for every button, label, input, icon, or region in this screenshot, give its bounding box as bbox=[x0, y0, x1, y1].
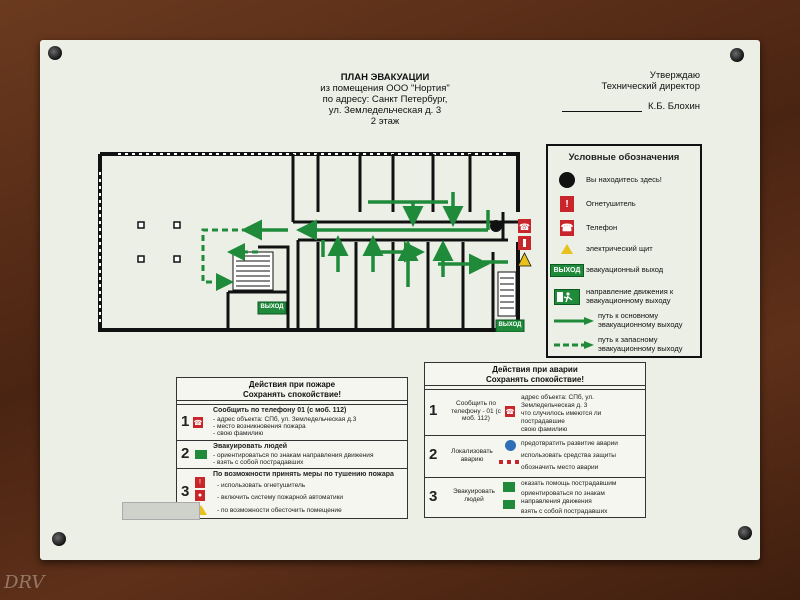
exit-direction-icon bbox=[503, 500, 515, 509]
you-are-here-dot bbox=[490, 220, 502, 232]
floor-plan: ☎ bbox=[98, 152, 532, 332]
legend-item-electric-panel: электрический щит bbox=[554, 244, 696, 254]
outer-walls bbox=[98, 152, 520, 332]
fire-box-subtitle: Сохранять спокойствие! bbox=[243, 390, 341, 399]
fire-step-1: 1 ☎ Сообщить по телефону 01 (с моб. 112)… bbox=[177, 404, 407, 440]
signature-line bbox=[562, 102, 643, 112]
phone-icon: ☎ bbox=[193, 417, 203, 428]
solid-arrow-icon bbox=[554, 316, 594, 325]
barrier-tape-icon bbox=[499, 460, 521, 464]
plan-subtitle-company: из помещения ООО "Нортия" bbox=[320, 83, 450, 94]
legend-item-extinguisher: ! Огнетушитель bbox=[554, 196, 696, 212]
legend-item-main-route: путь к основному эвакуационному выходу bbox=[554, 311, 696, 329]
accident-box-title: Действия при аварии bbox=[492, 365, 578, 374]
plan-title: ПЛАН ЭВАКУАЦИИ bbox=[340, 72, 430, 83]
dashed-arrow-icon bbox=[554, 340, 594, 349]
accident-step-1: 1 Сообщить по телефону - 01 (с моб. 112)… bbox=[425, 389, 645, 435]
plan-subtitle-street: ул. Земледельческая д. 3 bbox=[328, 105, 442, 116]
accident-box-subtitle: Сохранять спокойствие! bbox=[486, 375, 584, 384]
window-marks bbox=[99, 153, 508, 322]
exit-sign-left bbox=[257, 301, 287, 315]
legend-item-direction: направление движения к эвакуационному вы… bbox=[554, 287, 696, 305]
legend-item-exit: ВЫХОД эвакуационный выход bbox=[549, 264, 696, 277]
legend-panel: Условные обозначения Вы находитесь здесь… bbox=[546, 144, 702, 358]
phone-icon: ☎ bbox=[505, 406, 515, 417]
legend-item-phone: ☎ Телефон bbox=[554, 220, 696, 236]
legend-title: Условные обозначения bbox=[568, 152, 680, 163]
plan-title-block: ПЛАН ЭВАКУАЦИИ из помещения ООО "Нортия"… bbox=[290, 72, 480, 127]
exit-label-right: ВЫХОД bbox=[498, 322, 522, 328]
exit-direction-icon bbox=[195, 450, 207, 459]
extinguisher-icon: ! bbox=[560, 196, 574, 212]
fire-step-2: 2 Эвакуировать людей - ориентироваться п… bbox=[177, 440, 407, 468]
accident-actions-box: Действия при аварии Сохранять спокойстви… bbox=[424, 362, 646, 518]
watermark: DRV bbox=[4, 572, 45, 593]
screw bbox=[738, 526, 752, 540]
screw bbox=[730, 48, 744, 62]
main-route-arrows bbox=[241, 192, 508, 287]
electric-panel-icon bbox=[195, 505, 207, 515]
approval-block: Утверждаю Технический директор К.Б. Блох… bbox=[550, 70, 700, 112]
electric-panel-icon bbox=[561, 244, 573, 254]
fire-step-3: 3 ! ● По возможности принять меры по туш… bbox=[177, 468, 407, 520]
screw bbox=[52, 532, 66, 546]
legend-item-you-are-here: Вы находитесь здесь! bbox=[554, 172, 696, 188]
fire-alarm-icon: ● bbox=[195, 490, 205, 501]
svg-text:☎: ☎ bbox=[519, 223, 530, 233]
staircase-right bbox=[497, 271, 517, 317]
staircase-left bbox=[232, 251, 274, 291]
first-aid-icon bbox=[503, 482, 515, 492]
extinguisher-icon: ! bbox=[195, 477, 205, 488]
fire-box-title: Действия при пожаре bbox=[248, 380, 336, 389]
plan-subtitle-city: по адресу: Санкт Петербург, bbox=[322, 94, 448, 105]
screw bbox=[48, 46, 62, 60]
exit-label-left: ВЫХОД bbox=[260, 304, 284, 310]
protective-equipment-icon bbox=[505, 440, 516, 451]
legend-item-reserve-route: путь к запасному эвакуационному выходу bbox=[554, 335, 696, 353]
you-are-here-icon bbox=[559, 172, 575, 188]
approval-position: Технический директор bbox=[601, 81, 700, 92]
accident-step-2: 2 Локализовать аварию предотвратить разв… bbox=[425, 435, 645, 477]
approval-line: Утверждаю bbox=[649, 70, 700, 81]
reserve-route-arrows bbox=[201, 228, 258, 291]
electric-panel-icon bbox=[517, 252, 532, 267]
fire-actions-box: Действия при пожаре Сохранять спокойстви… bbox=[176, 377, 408, 519]
plan-subtitle-floor: 2 этаж bbox=[370, 116, 400, 127]
phone-icon: ☎ bbox=[560, 220, 574, 236]
accident-step-3: 3 Эвакуировать людей оказать помощь пост… bbox=[425, 477, 645, 519]
evacuation-plan-board: ПЛАН ЭВАКУАЦИИ из помещения ООО "Нортия"… bbox=[40, 40, 760, 560]
extinguisher-icon bbox=[518, 236, 531, 250]
exit-sign-right bbox=[495, 319, 525, 332]
approver-name: К.Б. Блохин bbox=[648, 101, 700, 112]
info-plate bbox=[122, 502, 200, 520]
running-man-icon bbox=[554, 288, 580, 305]
columns bbox=[137, 221, 181, 263]
exit-sign-icon: ВЫХОД bbox=[549, 264, 585, 277]
phone-icon: ☎ bbox=[518, 219, 531, 233]
